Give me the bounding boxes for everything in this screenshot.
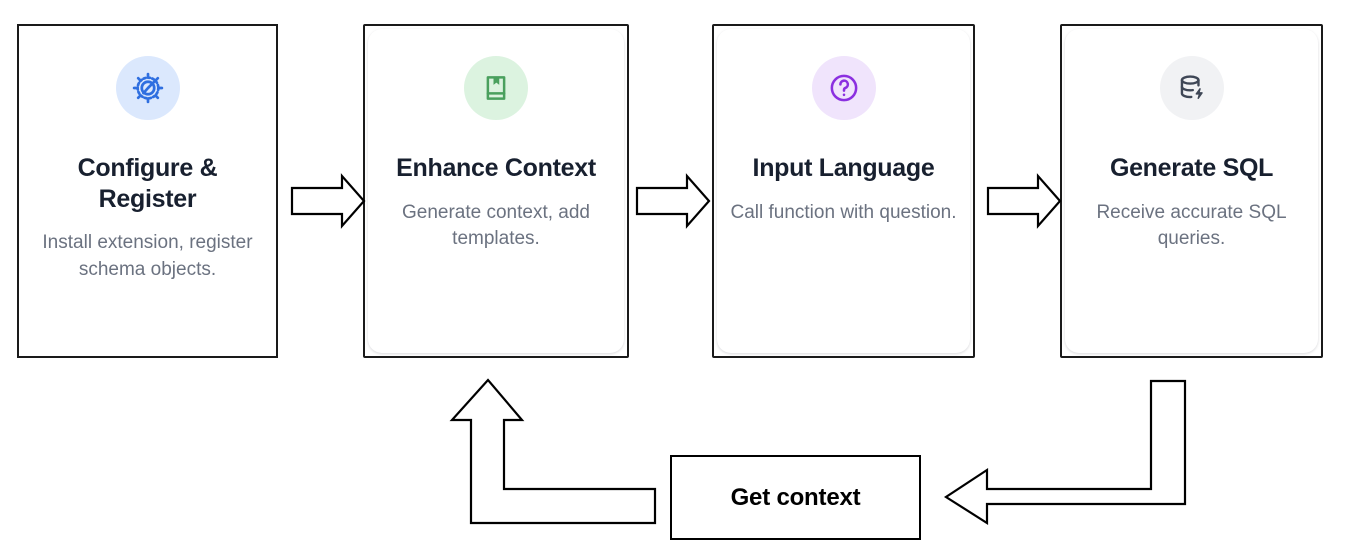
- step-card-configure-register[interactable]: Configure & Register Install extension, …: [17, 24, 278, 358]
- database-bolt-icon: [1176, 73, 1207, 104]
- book-bookmark-icon: [481, 73, 511, 103]
- step-title: Enhance Context: [396, 154, 596, 182]
- arrow-feedback-left-up-icon: [449, 378, 657, 525]
- database-bolt-icon-badge: [1159, 56, 1224, 120]
- book-bookmark-icon-badge: [464, 56, 528, 120]
- step-description: Install extension, register schema objec…: [42, 232, 253, 280]
- question-circle-icon-badge: [811, 56, 876, 120]
- get-context-node[interactable]: Get context: [670, 455, 921, 540]
- get-context-label: Get context: [730, 483, 861, 511]
- step-title: Configure & Register: [77, 154, 218, 213]
- step-description: Receive accurate SQL queries.: [1096, 201, 1287, 250]
- gear-icon: [131, 71, 165, 105]
- step-card-generate-sql[interactable]: Generate SQL Receive accurate SQL querie…: [1060, 24, 1323, 358]
- step-description: Generate context, add templates.: [401, 201, 590, 250]
- arrow-step1-step2-icon: [290, 173, 366, 229]
- step-card-input-language[interactable]: Input Language Call function with questi…: [712, 24, 975, 358]
- question-circle-icon: [828, 72, 860, 104]
- step-card-enhance-context[interactable]: Enhance Context Generate context, add te…: [363, 24, 629, 358]
- step-title: Generate SQL: [1109, 154, 1274, 182]
- arrow-feedback-down-left-icon: [943, 379, 1187, 526]
- arrow-step3-step4-icon: [986, 173, 1062, 229]
- gear-icon-badge: [115, 56, 180, 120]
- step-title: Input Language: [752, 154, 935, 182]
- arrow-step2-step3-icon: [635, 173, 711, 229]
- step-description: Call function with question.: [730, 201, 957, 223]
